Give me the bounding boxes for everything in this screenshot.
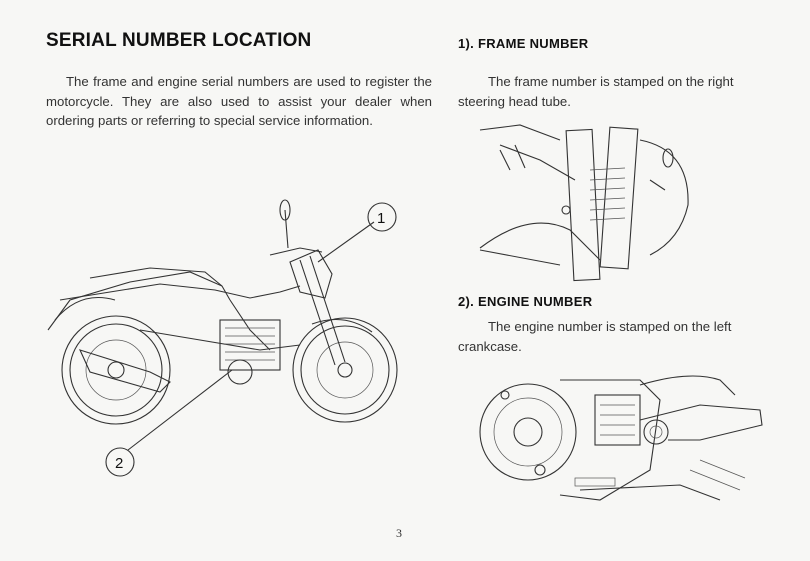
- front-wheel: [292, 317, 398, 423]
- callout-1-marker: [367, 202, 397, 232]
- rear-wheel: [61, 315, 171, 425]
- callout-2-marker: [105, 447, 135, 477]
- page-number: 3: [396, 526, 402, 540]
- page-title: SERIAL NUMBER LOCATION: [46, 30, 312, 51]
- callout-2-label: 2: [115, 455, 123, 472]
- frame-number-heading: 1). FRAME NUMBER: [458, 36, 589, 51]
- intro-paragraph: The frame and engine serial numbers are …: [46, 74, 432, 128]
- engine-number-heading: 2). ENGINE NUMBER: [458, 294, 593, 309]
- frame-number-text: The frame number is stamped on the right…: [458, 74, 734, 109]
- engine-number-text: The engine number is stamped on the left…: [458, 319, 732, 354]
- callout-1-label: 1: [377, 210, 385, 227]
